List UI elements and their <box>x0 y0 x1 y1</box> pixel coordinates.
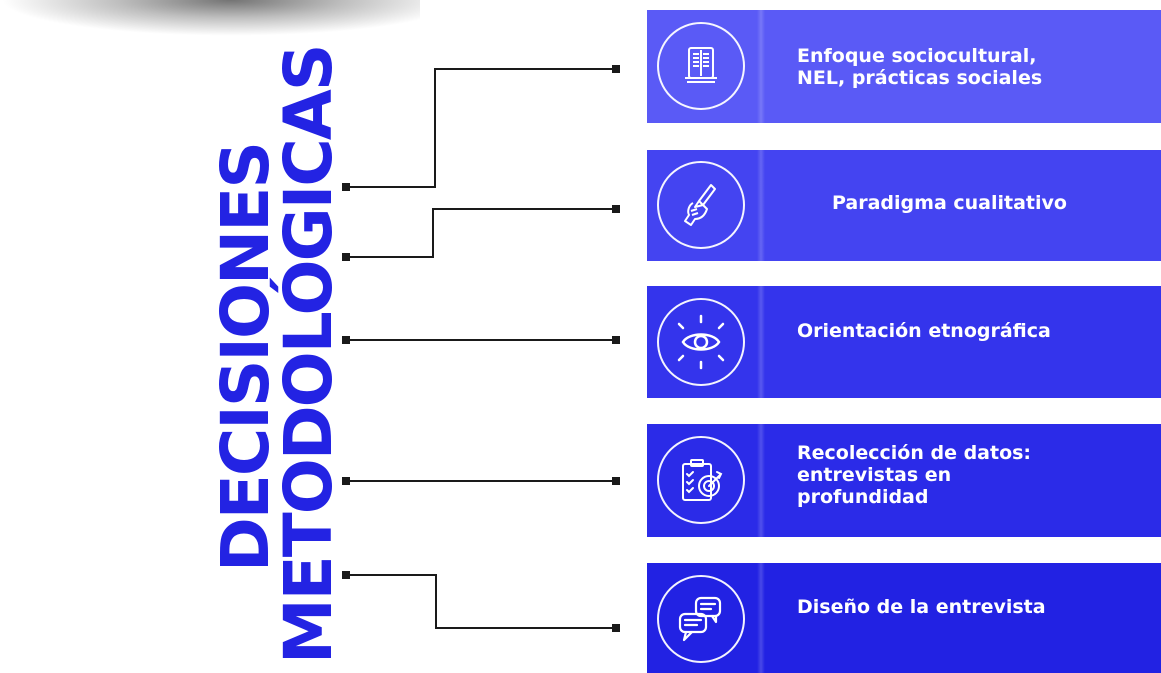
card-label-line: NEL, prácticas sociales <box>797 67 1043 89</box>
card-label: Recolección de datos: entrevistas en pro… <box>797 442 1121 508</box>
card-label-line: Orientación etnográfica <box>797 320 1051 342</box>
card-label-line: entrevistas en <box>797 464 952 486</box>
top-shadow-decoration <box>0 0 420 36</box>
card-label: Enfoque sociocultural, NEL, prácticas so… <box>797 45 1121 89</box>
card-label-line: Diseño de la entrevista <box>797 596 1046 618</box>
connector-dot <box>342 253 350 261</box>
connector-dot <box>612 205 620 213</box>
card-stripe <box>757 150 765 261</box>
connector-dot <box>342 571 350 579</box>
connector-dot <box>342 183 350 191</box>
connector-5 <box>346 574 616 629</box>
card-label-line: profundidad <box>797 486 929 508</box>
book-icon <box>657 22 745 110</box>
connector-1 <box>346 68 616 188</box>
card-stripe <box>757 563 765 673</box>
card-label-line: Enfoque sociocultural, <box>797 45 1037 67</box>
card-enfoque-sociocultural: Enfoque sociocultural, NEL, prácticas so… <box>647 10 1161 123</box>
card-label-line: Recolección de datos: <box>797 442 1032 464</box>
connector-dot <box>342 477 350 485</box>
chat-bubbles-icon <box>657 575 745 663</box>
card-label: Orientación etnográfica <box>797 320 1121 342</box>
card-label: Diseño de la entrevista <box>797 596 1121 618</box>
clipboard-target-icon <box>657 436 745 524</box>
card-label: Paradigma cualitativo <box>832 192 1121 214</box>
card-label-line: Paradigma cualitativo <box>832 192 1067 214</box>
card-diseno-entrevista: Diseño de la entrevista <box>647 563 1161 673</box>
card-stripe <box>757 424 765 537</box>
card-stripe <box>757 286 765 398</box>
connector-2 <box>346 208 616 258</box>
card-orientacion-etnografica: Orientación etnográfica <box>647 286 1161 398</box>
card-paradigma-cualitativo: Paradigma cualitativo <box>647 150 1161 261</box>
connector-dot <box>612 65 620 73</box>
card-stripe <box>757 10 765 123</box>
eye-icon <box>657 298 745 386</box>
connector-dot <box>342 336 350 344</box>
hand-pen-icon <box>657 161 745 249</box>
card-recoleccion-de-datos: Recolección de datos: entrevistas en pro… <box>647 424 1161 537</box>
connector-dot <box>612 336 620 344</box>
connector-dot <box>612 624 620 632</box>
connector-dot <box>612 477 620 485</box>
